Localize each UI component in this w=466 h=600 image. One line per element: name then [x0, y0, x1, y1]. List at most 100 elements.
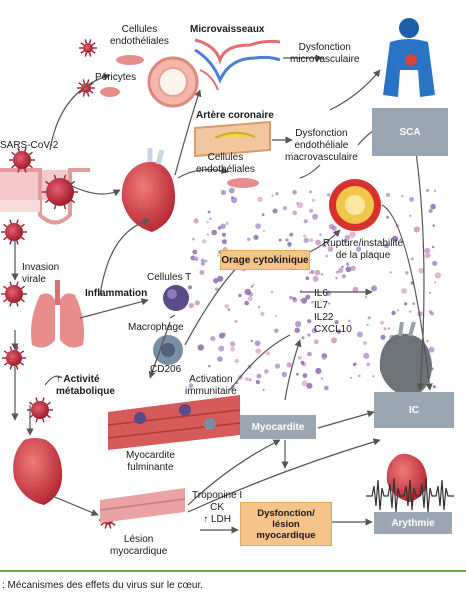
cytokine-dot: [356, 331, 363, 338]
cytokine-dot: [225, 221, 229, 226]
figure-caption: : Mécanismes des effets du virus sur le …: [2, 580, 204, 591]
cytokine-dot: [244, 300, 249, 306]
box-dysfonction-lesion: Dysfonction/ lésion myocardique: [240, 502, 332, 546]
cytokine-dot: [261, 213, 265, 216]
cytokine-dot: [338, 267, 344, 273]
cytokine-dot: [352, 363, 356, 367]
cytokine-dot: [209, 217, 212, 221]
cytokine-dot: [309, 190, 312, 194]
caption-divider: [0, 570, 466, 572]
cytokine-dot: [428, 346, 435, 353]
cytokine-dot: [197, 344, 204, 351]
cytokine-dot: [391, 235, 399, 242]
cytokine-dot: [303, 219, 308, 224]
cytokine-dot: [286, 362, 292, 368]
cytokine-dot: [192, 237, 195, 241]
cytokine-dot: [432, 385, 436, 389]
cytokine-dot: [336, 329, 342, 334]
cytokine-dot: [432, 260, 438, 266]
label-artere-coronaire: Artère coronaire: [196, 110, 274, 121]
cytokine-dot: [305, 294, 311, 300]
cytokine-dot: [401, 288, 407, 294]
cytokine-dot: [188, 285, 192, 290]
cytokine-dot: [409, 196, 415, 202]
cytokine-dot: [228, 187, 235, 194]
cytokine-dot: [190, 255, 196, 261]
cytokine-dot: [428, 208, 433, 214]
cytokine-dot: [314, 269, 321, 276]
cytokine-dot: [425, 188, 430, 193]
cytokine-dot: [379, 320, 385, 325]
myocardial-lesion-tissue: [99, 488, 186, 523]
label-cd206: CD206: [150, 364, 182, 375]
cytokine-dot: [200, 258, 205, 263]
pericyte-icon: [100, 87, 120, 97]
cytokine-dot: [256, 380, 260, 385]
cytokine-dot: [289, 232, 294, 237]
cytokine-dot: [274, 328, 279, 333]
virus-particle: [77, 79, 95, 97]
cytokine-dot: [347, 319, 351, 323]
cytokine-dot: [272, 208, 278, 214]
cytokine-dot: [238, 293, 242, 298]
cytokine-dot: [322, 244, 327, 248]
cytokine-dot: [387, 327, 391, 330]
cytokine-dot: [292, 296, 296, 300]
label-activation-immunitaire: Activation immunitaire: [185, 374, 237, 397]
cytokine-dot: [292, 190, 297, 195]
cytokine-dot: [207, 210, 211, 214]
label-invasion-virale: Invasion virale: [22, 262, 60, 285]
label-lesion-myocardique: Lésion myocardique: [110, 534, 168, 557]
cytokine-dot: [307, 319, 312, 324]
cytokine-dot: [246, 237, 251, 242]
box-sca: SCA: [372, 108, 448, 156]
cytokine-dot: [391, 310, 396, 316]
cytokine-dot: [344, 234, 351, 241]
cytokine-dot: [200, 261, 205, 266]
cytokine-dot: [371, 285, 378, 292]
connector-arrows: [11, 54, 433, 534]
cytokine-dot: [385, 192, 390, 197]
cytokine-dot: [341, 274, 346, 279]
cytokine-dot: [350, 265, 356, 271]
virus-particle: [1, 219, 27, 245]
cytokine-dot: [199, 270, 205, 275]
cytokine-dot: [193, 256, 197, 260]
cytokine-dot: [257, 196, 263, 202]
cytokine-dot: [217, 356, 223, 362]
cytokine-dot: [301, 297, 308, 304]
cytokine-dot: [428, 291, 431, 294]
label-cytokines: IL6 IL7 IL22 CXCL10: [314, 288, 352, 335]
cytokine-dot: [327, 246, 334, 252]
label-pericytes: Péricytes: [95, 72, 137, 83]
lungs-icon: [31, 280, 84, 348]
cytokine-dot: [345, 262, 350, 266]
cytokine-dot: [349, 231, 356, 238]
cytokine-dot: [230, 341, 236, 347]
cytokine-dot: [220, 189, 226, 196]
virus-particle: [42, 174, 78, 210]
label-cellules-endotheliales-mid: Cellules endothéliales: [196, 152, 255, 175]
label-myocardite-fulminante: Myocardite fulminante: [126, 450, 175, 473]
heart-icon-upper: [121, 148, 176, 232]
cytokine-dot: [301, 336, 305, 340]
cytokine-dot: [218, 345, 225, 352]
heart-icon-gray: [379, 321, 432, 398]
cytokine-dot: [409, 214, 412, 217]
macrophage-icon: [153, 335, 183, 365]
cytokine-dot: [355, 246, 362, 252]
virus-particle: [1, 281, 27, 307]
cytokine-dot: [275, 192, 279, 196]
label-macrophage: Macrophage: [128, 322, 184, 333]
cytokine-dot: [214, 287, 219, 292]
virus-particle: [9, 147, 35, 173]
cytokine-dot: [275, 314, 278, 318]
cytokine-dot: [217, 275, 224, 282]
label-cellules-endotheliales-top: Cellules endothéliales: [110, 24, 169, 47]
cytokine-dot: [306, 382, 313, 389]
virus-particles: [1, 39, 117, 529]
cytokine-dot: [211, 229, 217, 236]
cytokine-dot: [430, 203, 436, 210]
label-troponine: Troponine I CK ↑ LDH: [192, 490, 243, 525]
cytokine-dot: [364, 296, 368, 299]
